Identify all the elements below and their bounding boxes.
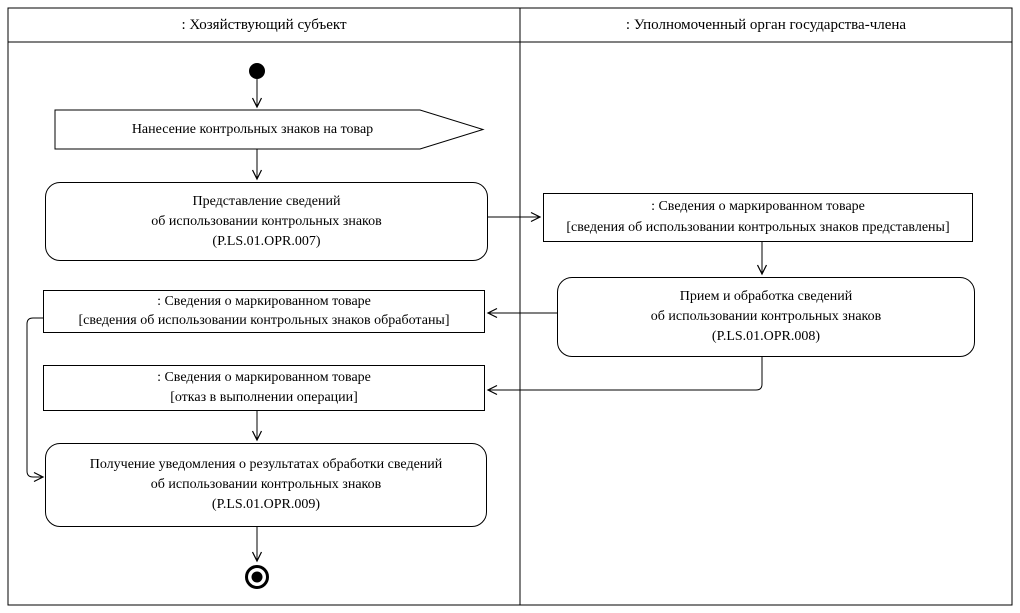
object-node-presented-state: [сведения об использовании контрольных з… (566, 219, 950, 235)
object-node-processed-state: [сведения об использовании контрольных з… (78, 312, 450, 328)
lane-title-business-entity: : Хозяйствующий субъект (181, 17, 347, 33)
lane-title-authorized-body: : Уполномоченный орган государства-члена (625, 17, 907, 33)
object-node-rejected-state: [отказ в выполнении операции] (170, 389, 358, 405)
edge-activity008-to-object-rejected (486, 357, 763, 396)
activity-opr-008-line2: об использовании контрольных знаков (650, 309, 882, 324)
activity-opr-007-line1: Представление сведений (192, 193, 341, 209)
final-node-core (251, 571, 263, 583)
activity-opr-009: Получение уведомления о результатах обра… (45, 443, 487, 527)
activity-opr-008-code: (P.LS.01.OPR.008) (711, 329, 821, 344)
activity-opr-007: Представление сведений об использовании … (45, 182, 488, 261)
object-node-processed: : Сведения о маркированном товаре [сведе… (43, 290, 485, 333)
activity-opr-007-code: (P.LS.01.OPR.007) (212, 233, 321, 249)
activity-opr-007-line2: об использовании контрольных знаков (151, 213, 382, 229)
object-node-processed-title: : Сведения о маркированном товаре (157, 294, 371, 310)
diagram-outer-border (7, 7, 1013, 606)
activity-opr-009-code: (P.LS.01.OPR.009) (211, 497, 321, 512)
edge-object-processed-to-activity009 (26, 317, 45, 483)
object-node-presented: : Сведения о маркированном товаре [сведе… (543, 193, 973, 242)
initial-node (249, 63, 265, 79)
object-node-presented-title: : Сведения о маркированном товаре (651, 199, 865, 215)
send-signal-label: Нанесение контрольных знаков на товар (131, 121, 374, 137)
activity-opr-008-line1: Прием и обработка сведений (679, 289, 853, 304)
send-signal-shape (54, 109, 485, 150)
activity-opr-009-line2: об использовании контрольных знаков (150, 477, 382, 492)
object-node-rejected: : Сведения о маркированном товаре [отказ… (43, 365, 485, 411)
activity-opr-008: Прием и обработка сведений об использова… (557, 277, 975, 357)
activity-opr-009-line1: Получение уведомления о результатах обра… (89, 457, 443, 472)
object-node-rejected-title: : Сведения о маркированном товаре (157, 370, 371, 386)
